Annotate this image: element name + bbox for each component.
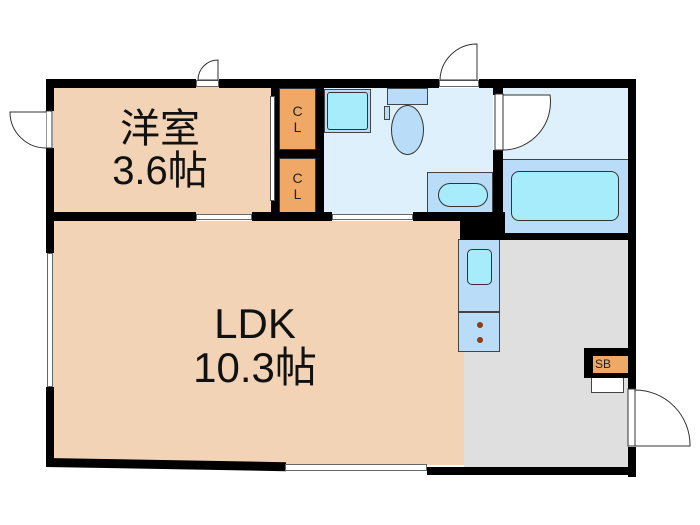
window-western-bottom[interactable] (196, 214, 252, 220)
western-room-size: 3.6帖 (112, 149, 208, 193)
stove-burner-icon (477, 337, 483, 343)
wall (46, 79, 196, 88)
wall (46, 212, 196, 221)
door-swing-western-top-icon[interactable] (196, 58, 220, 82)
wall (46, 387, 54, 466)
western-room-name: 洋室 (120, 107, 200, 151)
wall (413, 212, 503, 221)
ldk-name: LDK (214, 300, 296, 347)
ldk-label: LDK 10.3帖 (165, 300, 345, 392)
wall (271, 79, 279, 221)
shoebox: SB (593, 356, 629, 373)
bathtub (511, 171, 619, 221)
entrance-door-swing-icon[interactable] (627, 388, 694, 449)
closet-door[interactable] (270, 96, 275, 201)
wall (219, 79, 439, 88)
wall (479, 79, 636, 88)
door-swing-western-left-icon[interactable] (9, 110, 54, 151)
window-washroom-bottom[interactable] (332, 214, 413, 220)
door-swing-washroom-icon[interactable] (438, 42, 480, 82)
wall (493, 79, 503, 95)
wall (493, 150, 503, 240)
wall (628, 447, 636, 477)
wall (316, 79, 324, 221)
stove-counter (458, 312, 500, 352)
toilet-tank (387, 88, 428, 105)
wall (46, 79, 54, 111)
door-swing-bathroom-icon[interactable] (494, 93, 555, 152)
wall (252, 212, 332, 221)
western-room-label: 洋室 3.6帖 (80, 108, 240, 192)
kitchen-sink (467, 249, 492, 285)
ldk-room (53, 221, 465, 465)
washbasin (327, 92, 368, 130)
stove-burner-icon (477, 322, 483, 328)
wall (279, 150, 316, 158)
wall (46, 148, 54, 253)
wall (498, 233, 636, 240)
window-bottom-ldk[interactable] (285, 464, 427, 471)
ldk-size: 10.3帖 (193, 344, 317, 392)
washing-machine-drain (438, 183, 488, 207)
toilet-bowl (391, 105, 424, 155)
window-left-ldk[interactable] (47, 253, 53, 387)
western-room (53, 86, 271, 214)
toilet-paper-holder (384, 106, 390, 120)
shoebox-door-icon (591, 378, 624, 393)
wall (427, 467, 636, 475)
